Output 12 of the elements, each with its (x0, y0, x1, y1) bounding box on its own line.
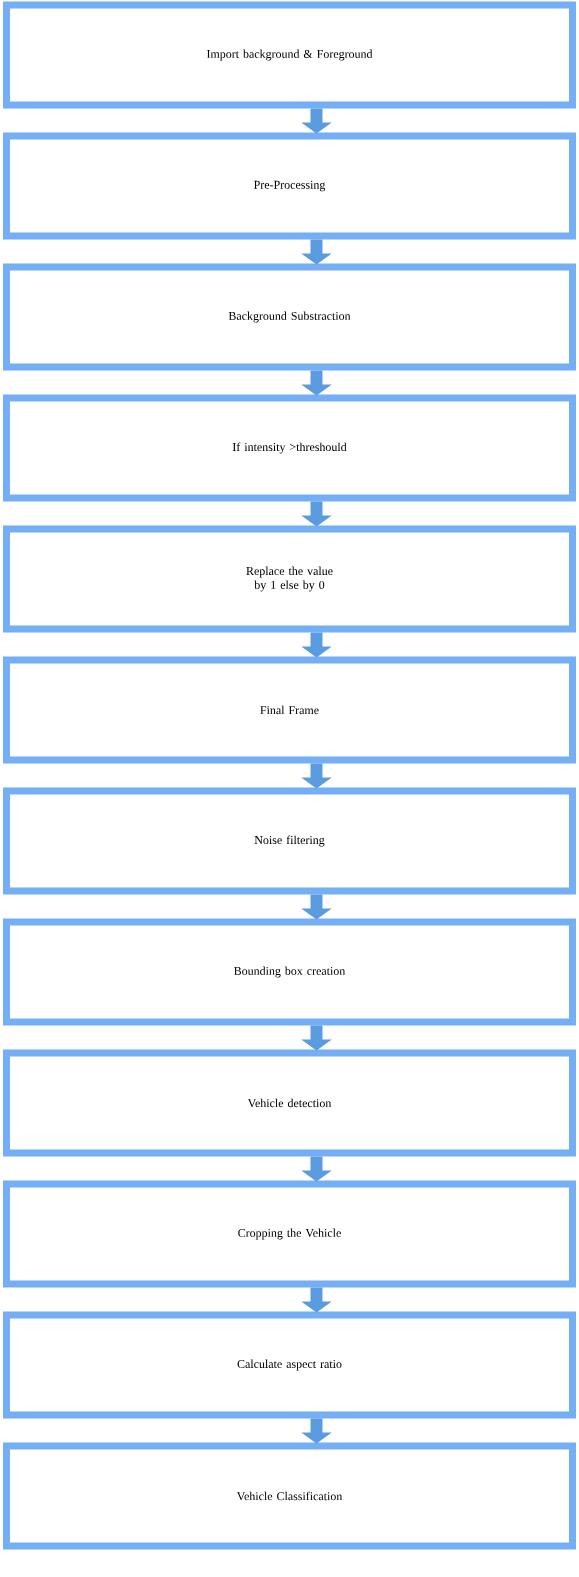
process-box: Bounding box creation (3, 918, 576, 1026)
process-box: Vehicle Classification (3, 1442, 576, 1550)
process-box: Replace the value by 1 else by 0 (3, 525, 576, 633)
process-box: Cropping the Vehicle (3, 1180, 576, 1288)
process-box: Noise filtering (3, 787, 576, 895)
process-box: Calculate aspect ratio (3, 1311, 576, 1419)
process-box: Import background & Foreground (3, 1, 576, 109)
process-box: Background Substraction (3, 263, 576, 371)
process-box: Pre-Processing (3, 132, 576, 240)
process-box: Vehicle detection (3, 1049, 576, 1157)
process-box: If intensity >threshould (3, 394, 576, 502)
process-box: Final Frame (3, 656, 576, 764)
